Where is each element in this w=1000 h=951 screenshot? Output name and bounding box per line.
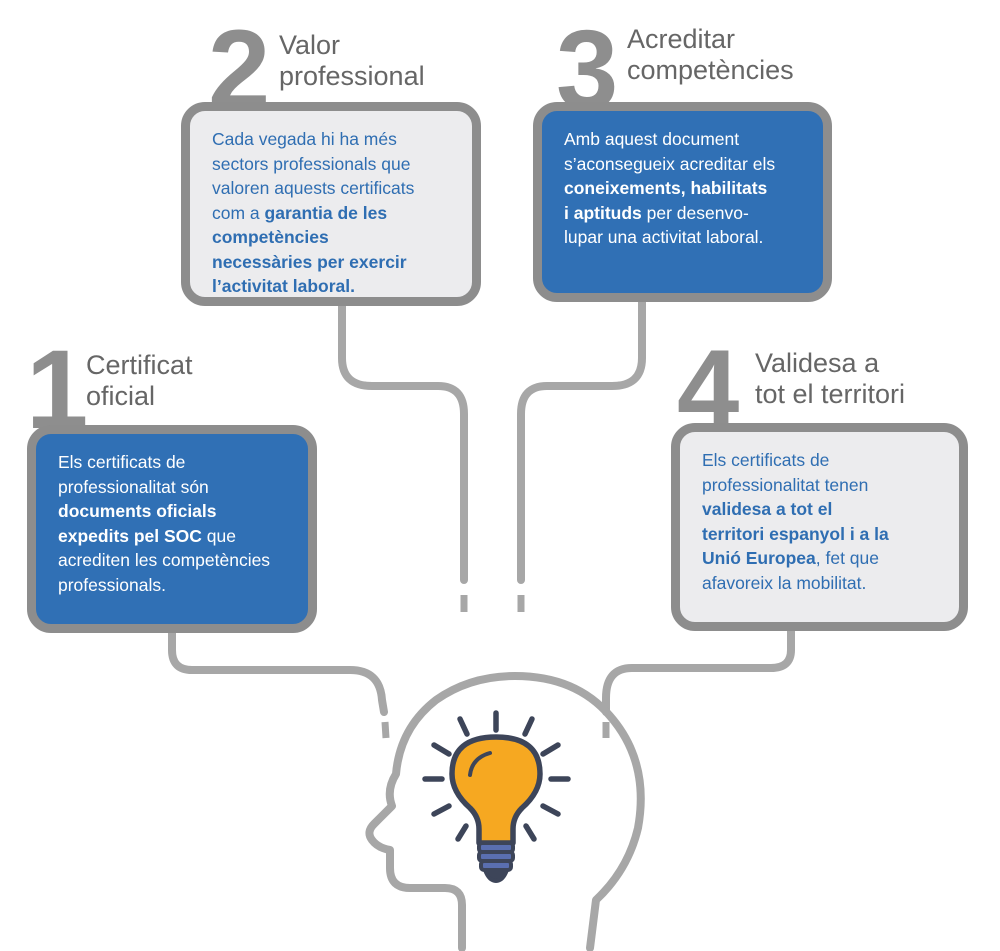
step-title-2-line-2: professional	[279, 61, 425, 91]
body-text: com a	[212, 202, 265, 223]
body-text: sectors professionals que	[212, 153, 411, 174]
info-box-4-line: professionalitat tenen	[702, 473, 941, 498]
ray-bottom-left	[455, 823, 469, 842]
body-text: per desenvo-	[641, 202, 749, 223]
info-box-2-line: l’activitat laboral.	[212, 274, 454, 299]
step-title-4-line-2: tot el territori	[755, 379, 906, 409]
bold-text: necessàries per exercir	[212, 251, 407, 272]
info-box-2: Cada vegada hi ha més sectors professiona…	[181, 102, 481, 306]
info-box-2-line: com a garantia de les	[212, 201, 454, 226]
info-box-4-line: validesa a tot el	[702, 497, 941, 522]
info-box-3-line: coneixements, habilitats	[564, 176, 805, 201]
body-text: professionalitat tenen	[702, 474, 869, 495]
info-box-4-line: territori espanyol i a la	[702, 522, 941, 547]
body-text: lupar una activitat laboral.	[564, 227, 764, 247]
step-title-4-line-1: Validesa a	[755, 348, 880, 378]
lightbulb-base-icon	[477, 841, 515, 884]
bold-text: i aptituds	[564, 202, 642, 223]
ray-right-upper	[540, 742, 561, 757]
body-text: acrediten les competències	[58, 550, 271, 570]
bold-text: Unió Europea	[702, 548, 816, 568]
info-box-1-line: acrediten les competències	[58, 548, 290, 573]
info-box-2-line: necessàries per exercir	[212, 250, 454, 275]
connector-line-2	[338, 296, 468, 584]
info-box-1-line: Els certificats de	[58, 450, 290, 475]
step-title-1-line-1: Certificat	[86, 350, 193, 380]
step-title-2: Valor professional	[279, 30, 425, 92]
info-box-4-line: Els certificats de	[702, 448, 941, 473]
body-text: professionalitat són	[58, 476, 209, 497]
info-box-3-line: i aptituds per desenvo-	[564, 201, 805, 226]
info-box-1-line: expedits pel SOC que	[58, 524, 290, 549]
step-title-1-line-2: oficial	[86, 381, 156, 411]
ray-bottom-right	[523, 823, 537, 842]
bulb-base-tip	[482, 868, 510, 884]
connector-line-1	[168, 624, 388, 716]
info-box-2-line: valoren aquests certificats	[212, 176, 454, 201]
bold-text: coneixements, habilitats	[564, 178, 768, 198]
step-title-1: Certificat oficial	[86, 350, 193, 412]
bold-text: l’activitat laboral.	[212, 276, 355, 296]
info-box-3: Amb aquest document s’aconsegueix acredit…	[533, 102, 832, 302]
step-title-4: Validesa a tot el territori	[755, 348, 905, 410]
info-box-3-line: lupar una activitat laboral.	[564, 225, 805, 250]
step-title-3: Acreditar competències	[627, 24, 794, 86]
connector-line-3	[517, 296, 646, 584]
connector-line-4	[602, 626, 795, 716]
ray-right-lower	[540, 803, 561, 817]
step-title-2-line-1: Valor	[279, 30, 341, 60]
info-box-4-line: afavoreix la mobilitat.	[702, 571, 941, 596]
head-outline-icon	[365, 672, 645, 951]
lightbulb-highlight	[468, 751, 492, 777]
info-box-2-line: competències	[212, 225, 454, 250]
ray-top-right	[522, 716, 535, 737]
info-box-1-line: documents oficials	[58, 499, 290, 524]
body-text: Amb aquest document	[564, 129, 740, 149]
body-text: afavoreix la mobilitat.	[702, 572, 867, 593]
bold-text: documents oficials	[58, 501, 217, 521]
info-box-2-line: sectors professionals que	[212, 152, 454, 177]
info-box-4: Els certificats de professionalitat tenen…	[671, 423, 968, 631]
step-title-3-line-2: competències	[627, 55, 794, 85]
info-box-1-line: professionals.	[58, 573, 290, 598]
body-text: professionals.	[58, 574, 166, 595]
bold-text: competències	[212, 227, 329, 247]
body-text: Els certificats de	[702, 450, 830, 470]
ray-left-lower	[431, 803, 452, 817]
body-text: s’aconsegueix acreditar els	[564, 153, 776, 174]
body-text: Els certificats de	[58, 452, 186, 472]
lightbulb-rays	[422, 710, 571, 842]
bold-text: garantia de les	[264, 202, 388, 223]
ray-left-upper	[431, 742, 452, 757]
body-text: Cada vegada hi ha més	[212, 129, 397, 149]
dash-1	[381, 721, 390, 739]
info-box-1-line: professionalitat són	[58, 475, 290, 500]
info-box-3-line: s’aconsegueix acreditar els	[564, 152, 805, 177]
bold-text: validesa a tot el	[702, 499, 833, 519]
body-text: valoren aquests certificats	[212, 178, 415, 198]
body-text: , fet que	[815, 548, 880, 568]
info-box-4-line: Unió Europea, fet que	[702, 546, 941, 571]
info-box-3-line: Amb aquest document	[564, 127, 805, 152]
ray-top-left	[457, 716, 470, 737]
bold-text: expedits pel SOC	[58, 525, 202, 546]
info-box-2-line: Cada vegada hi ha més	[212, 127, 454, 152]
step-title-3-line-1: Acreditar	[627, 24, 736, 54]
body-text: que	[201, 525, 236, 546]
info-box-1: Els certificats de professionalitat són do…	[27, 425, 317, 633]
bold-text: territori espanyol i a la	[702, 523, 889, 544]
